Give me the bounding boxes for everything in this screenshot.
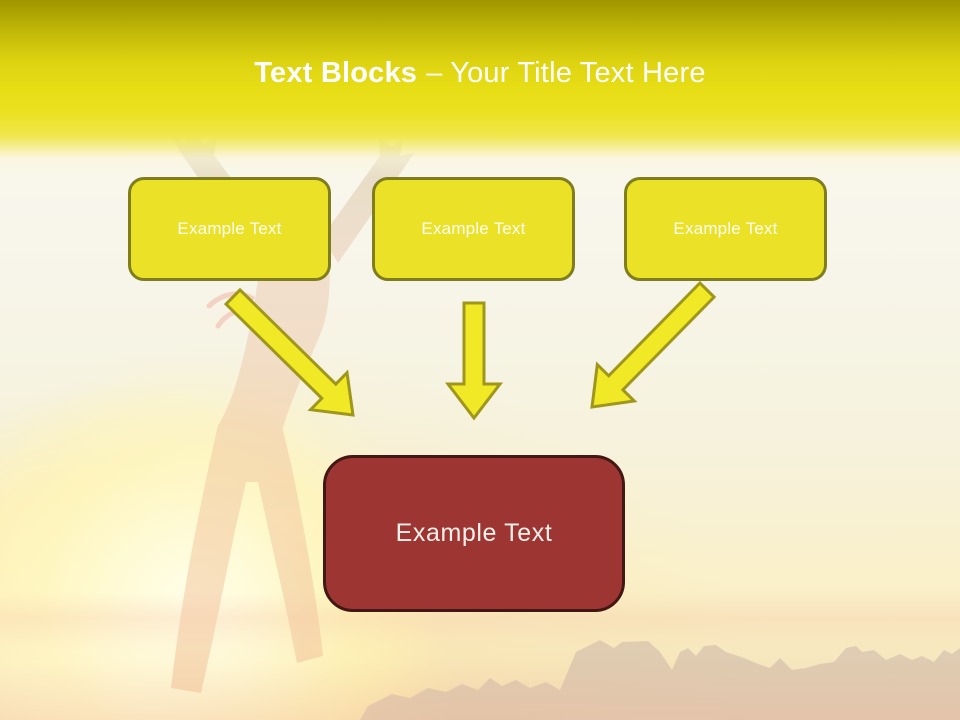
arrow-down-icon bbox=[444, 301, 504, 421]
arrow-down-right-icon bbox=[223, 287, 355, 417]
summary-block-label: Example Text bbox=[395, 519, 553, 547]
text-block-2: Example Text bbox=[372, 177, 575, 281]
text-block-2-label: Example Text bbox=[421, 219, 526, 238]
title-remainder: – Your Title Text Here bbox=[426, 57, 706, 89]
text-block-1: Example Text bbox=[128, 177, 331, 281]
page-title: Text Blocks– Your Title Text Here bbox=[0, 52, 960, 94]
title-emphasis: Text Blocks bbox=[254, 57, 418, 89]
text-block-1-label: Example Text bbox=[177, 219, 282, 238]
bottom-warm-glow bbox=[0, 650, 960, 720]
summary-block: Example Text bbox=[323, 455, 625, 612]
text-block-3-label: Example Text bbox=[673, 219, 778, 238]
arrow-down-left-icon bbox=[590, 280, 717, 409]
text-block-3: Example Text bbox=[624, 177, 827, 281]
